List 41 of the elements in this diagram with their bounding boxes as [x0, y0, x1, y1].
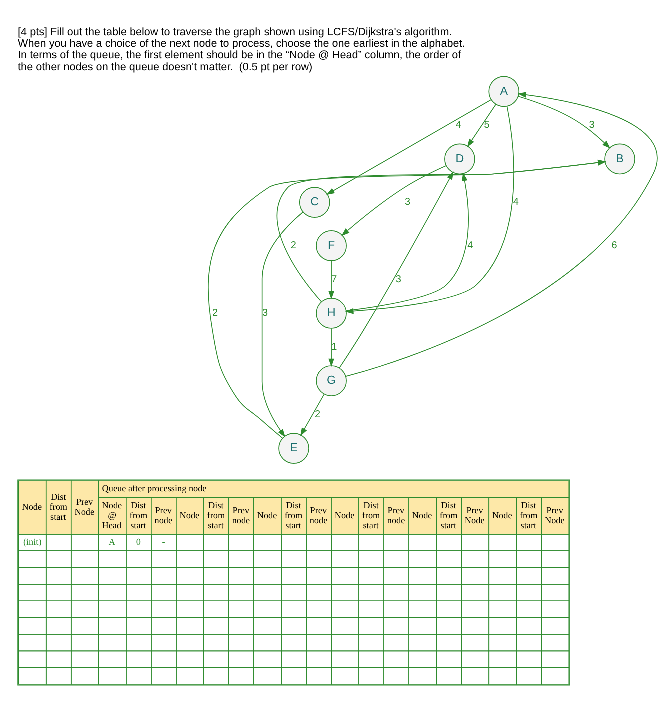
- label: Node: [180, 510, 200, 520]
- edge-label: 3: [405, 197, 411, 208]
- edge-label: 2: [290, 240, 296, 252]
- label: Node: [257, 510, 278, 520]
- label: Dist from start: [520, 500, 538, 530]
- label: Prev Node: [544, 505, 565, 526]
- label: Prev node: [310, 505, 328, 526]
- label: Prev node: [154, 505, 173, 526]
- edge-label: 1: [332, 342, 338, 353]
- edge-label: 4: [468, 240, 474, 252]
- edge-label: 6: [612, 240, 618, 252]
- edge-label: 4: [456, 120, 462, 132]
- diagram-title: [4 pts] Fill out the table below to traverse the graph shown using LCFS/Dijkstra's algorithm. When you have a choice of the next node to process, choose the one earliest in the alphabet. In terms of the queue, the first element should be in the “Node @ Head” column, the order of the other nodes on the queue doesn't matter. (0.5 pt per row): [18, 26, 466, 74]
- label: Prev node: [387, 505, 406, 526]
- label: Dist from start: [207, 500, 226, 530]
- edge-label: 7: [332, 274, 338, 286]
- label: Prev node: [232, 505, 250, 526]
- label: Dist from start: [362, 500, 380, 530]
- label: (init): [23, 537, 42, 548]
- label: Node: [334, 510, 355, 520]
- label: Dist from start: [440, 500, 458, 530]
- label: Node @ Head: [102, 500, 122, 530]
- label: 0: [136, 537, 142, 548]
- label: Node: [492, 510, 512, 520]
- edge-label: 5: [484, 120, 490, 132]
- label: Prev Node: [74, 497, 95, 518]
- edge-label: 2: [315, 409, 321, 420]
- label: Node: [22, 502, 42, 512]
- label: A: [108, 537, 116, 548]
- label: Node: [412, 510, 432, 520]
- label: -: [162, 537, 166, 548]
- edge-label: 3: [262, 308, 268, 320]
- label: Queue after processing node: [102, 484, 207, 494]
- label: Dist from start: [284, 500, 303, 530]
- label: Prev Node: [464, 505, 485, 526]
- edge-label: 2: [212, 308, 218, 320]
- edge-label: 3: [589, 120, 595, 132]
- edge-label: 4: [513, 197, 519, 208]
- edge-label: 3: [396, 274, 402, 286]
- label: Dist from start: [50, 492, 68, 522]
- label: Dist from start: [130, 500, 148, 530]
